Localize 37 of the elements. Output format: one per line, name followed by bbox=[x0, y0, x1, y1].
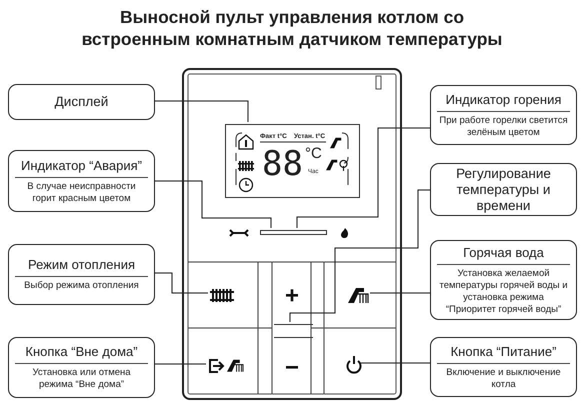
button-divider-panel bbox=[274, 324, 313, 338]
callout-box bbox=[430, 337, 577, 397]
callout-text: Установка или отмена режима “Вне дома” bbox=[31, 367, 132, 391]
callout-title: Индикатор горения bbox=[437, 92, 570, 112]
leader-line bbox=[370, 292, 430, 294]
callout-box bbox=[8, 337, 155, 398]
callout-text: При работе горелки светится зелёным цветом bbox=[438, 114, 569, 138]
leader-line bbox=[296, 128, 430, 228]
leader-line bbox=[289, 190, 430, 322]
indicator-bar bbox=[260, 230, 327, 235]
callout-box bbox=[430, 85, 577, 145]
callout-title: Регулирование температуры и времени bbox=[455, 166, 552, 214]
callout-title: Кнопка “Вне дома” bbox=[15, 344, 148, 364]
leader-line bbox=[154, 100, 248, 122]
radiator-icon bbox=[210, 288, 234, 303]
callout-box bbox=[8, 244, 155, 305]
callout-title: Дисплей bbox=[54, 94, 110, 110]
callout-title: Режим отопления bbox=[15, 257, 148, 277]
leader-line bbox=[154, 272, 208, 294]
callout-text: Включение и выключение котла bbox=[445, 366, 562, 390]
callout-title: Горячая вода bbox=[437, 244, 570, 264]
power-icon bbox=[346, 356, 362, 373]
lcd-screen bbox=[225, 124, 360, 198]
callout-title: Кнопка “Питание” bbox=[437, 344, 570, 364]
callout-title: Индикатор “Авария” bbox=[15, 158, 148, 178]
callout-box bbox=[430, 240, 577, 320]
callout-text: Установка желаемой температуры горячей воды и установка режима “Приоритет горячей воды” bbox=[438, 268, 569, 316]
leader-line bbox=[154, 180, 272, 228]
title: Выносной пульт управления котлом со встроенным комнатным датчиком температуры bbox=[80, 6, 504, 50]
callout-box bbox=[8, 150, 155, 212]
digit-display: 88 bbox=[262, 147, 303, 182]
unit-label: °C bbox=[305, 146, 322, 162]
leader-line bbox=[360, 362, 430, 364]
callout-box bbox=[8, 84, 155, 120]
callout-text: Выбор режима отопления bbox=[24, 280, 139, 292]
callout-text: В случае неисправности горит красным цветом bbox=[26, 180, 137, 204]
callout-box bbox=[430, 163, 577, 216]
